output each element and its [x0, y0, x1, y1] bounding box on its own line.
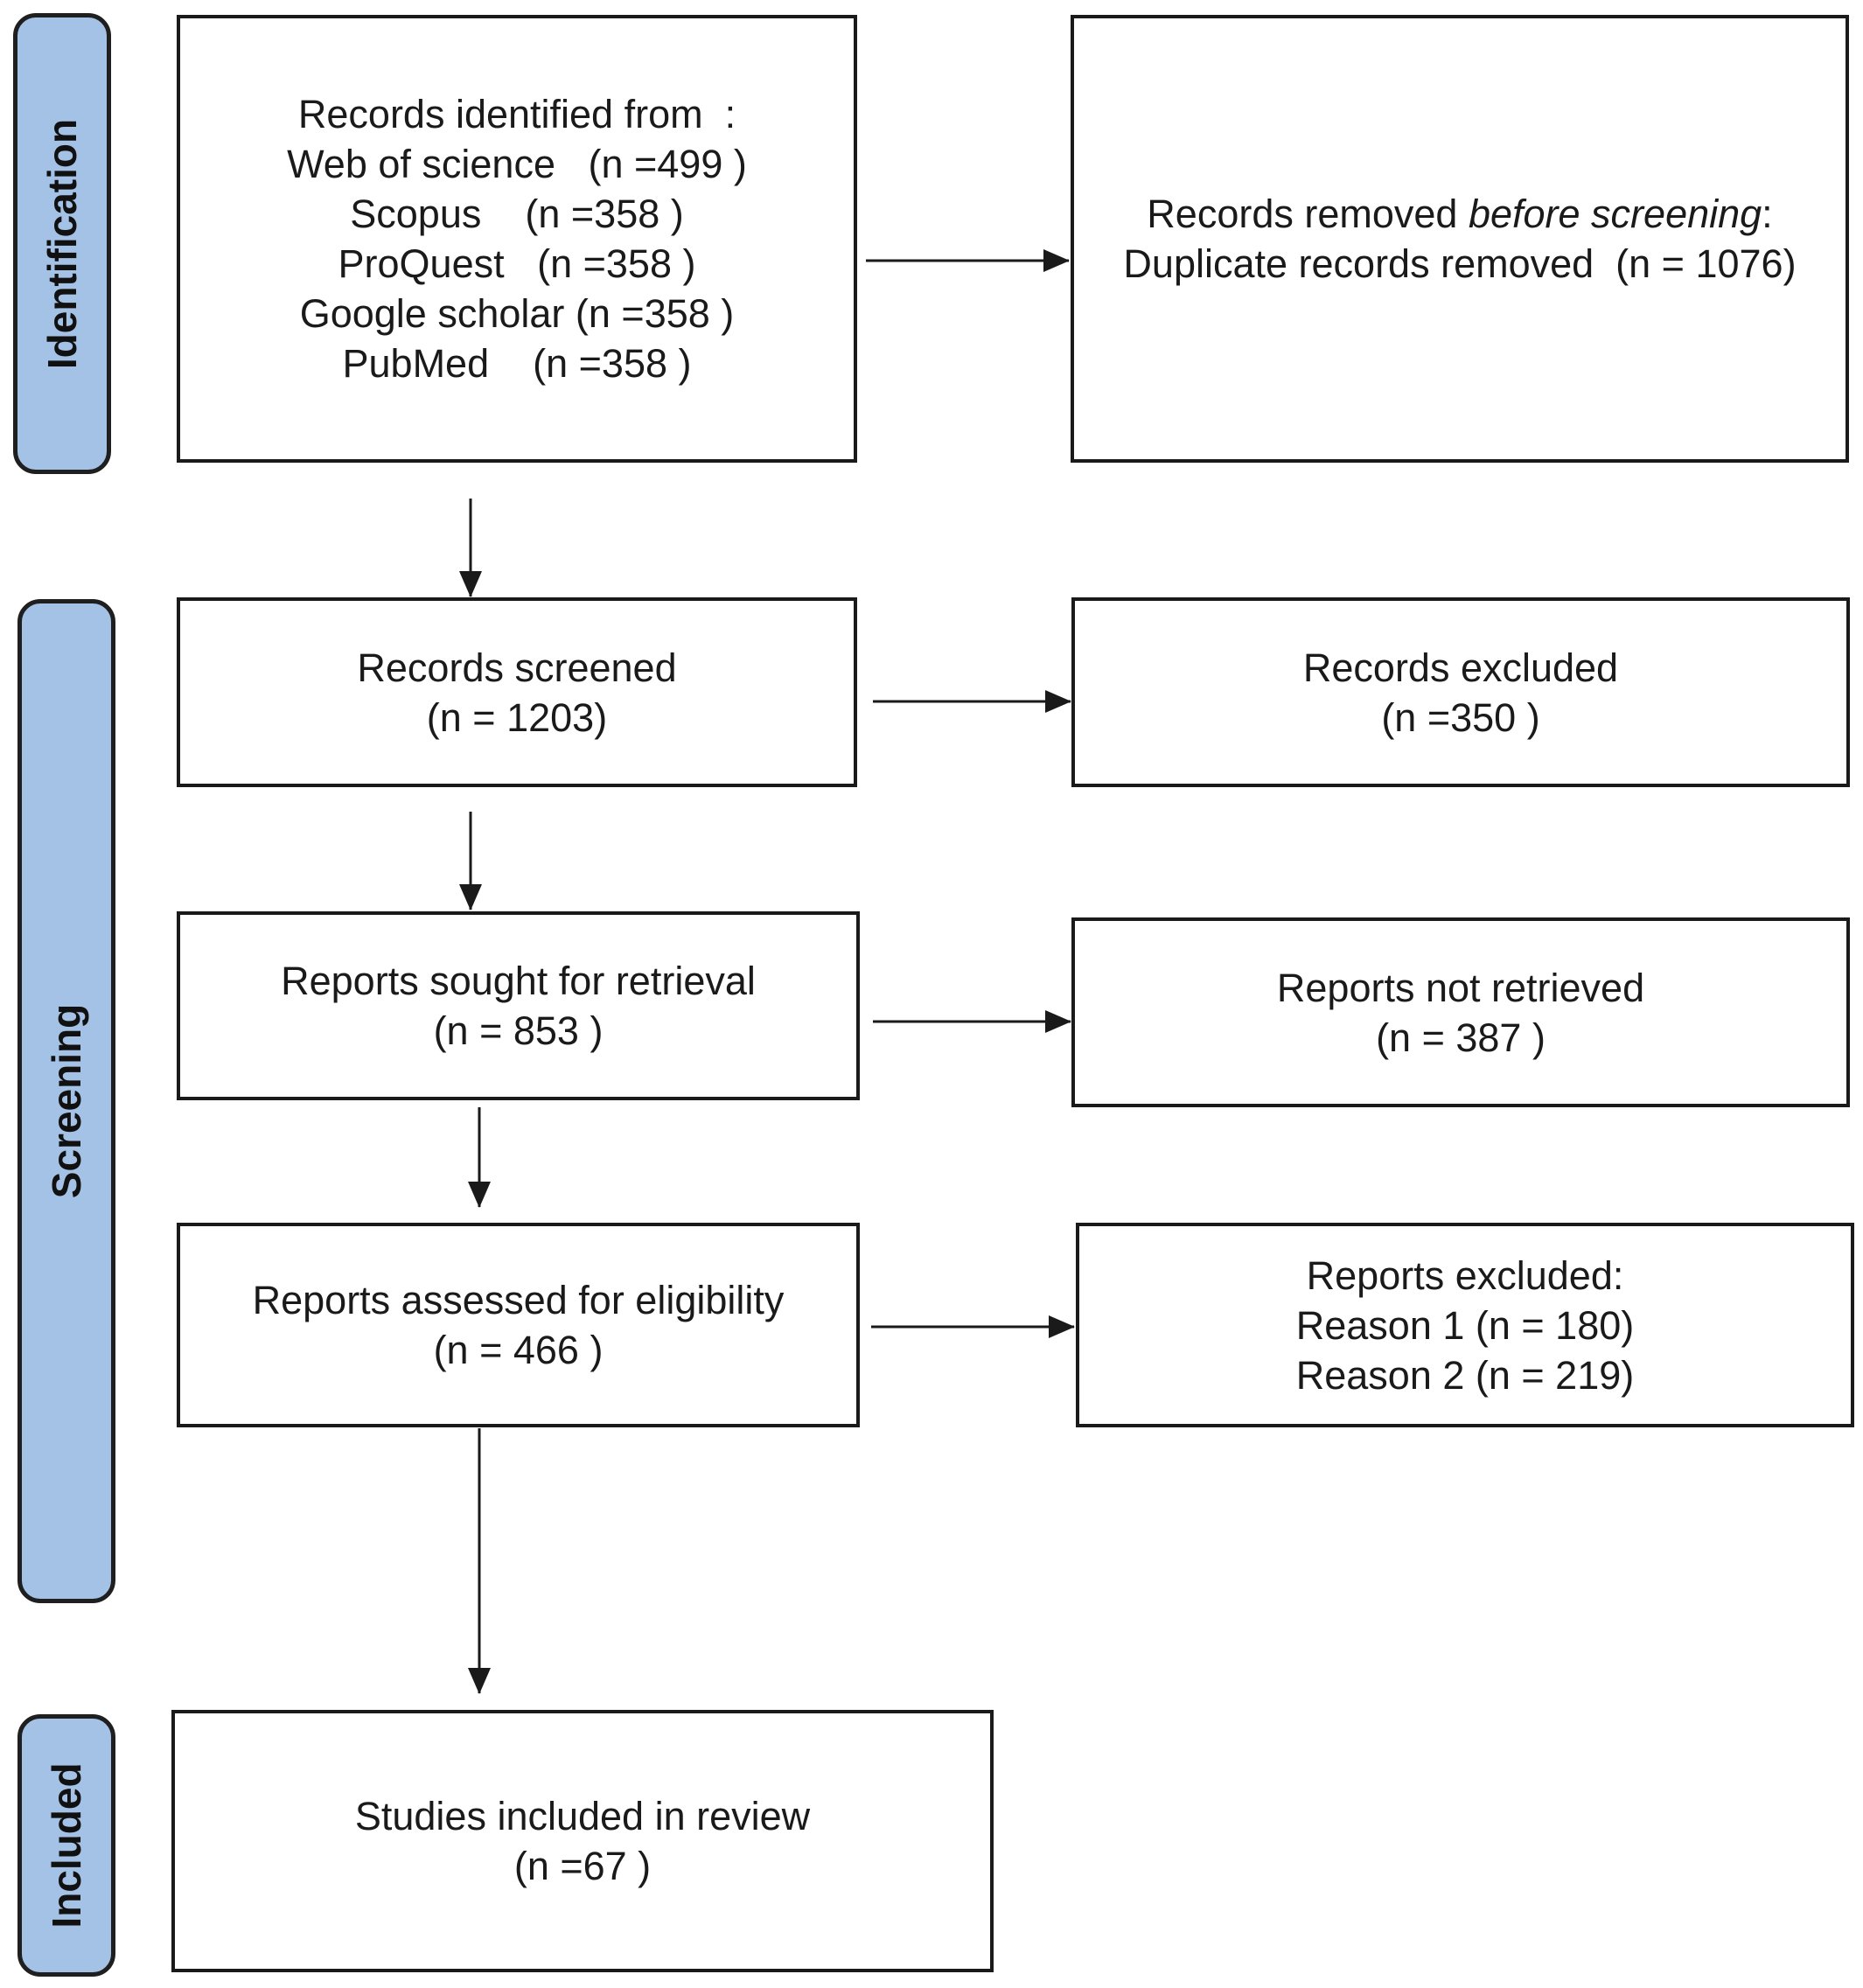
- phase-included: Included: [17, 1714, 115, 1977]
- records-identified-title: Records identified from :: [297, 92, 736, 136]
- studies-included-label: Studies included in review: [354, 1794, 811, 1838]
- reports-not-retrieved-box: Reports not retrieved (n = 387 ): [1071, 917, 1850, 1107]
- records-identified-box: Records identified from : Web of science…: [177, 15, 857, 463]
- reports-assessed-count: (n = 466 ): [433, 1328, 604, 1372]
- records-excluded-count: (n =350 ): [1381, 694, 1540, 740]
- records-removed-prefix: Records removed: [1147, 192, 1469, 236]
- records-excluded-box: Records excluded (n =350 ): [1071, 597, 1850, 787]
- source-scopus: Scopus (n =358 ): [350, 192, 684, 236]
- phase-screening: Screening: [17, 599, 115, 1603]
- reports-excluded-box: Reports excluded: Reason 1 (n = 180) Rea…: [1076, 1223, 1854, 1427]
- records-removed-italic: before screening: [1468, 192, 1762, 236]
- records-screened-count: (n = 1203): [426, 694, 608, 740]
- reports-excluded-reason-1: Reason 1 (n = 180): [1295, 1302, 1635, 1348]
- source-pubmed: PubMed (n =358 ): [342, 341, 692, 386]
- reports-assessed-box: Reports assessed for eligibility (n = 46…: [177, 1223, 860, 1427]
- records-removed-line1: Records removed before screening:: [1147, 189, 1772, 239]
- records-removed-box: Records removed before screening: Duplic…: [1071, 15, 1849, 463]
- records-removed-suffix: :: [1762, 192, 1773, 236]
- source-proquest: ProQuest (n =358 ): [338, 241, 696, 286]
- reports-assessed-label: Reports assessed for eligibility: [252, 1278, 785, 1322]
- studies-included-box: Studies included in review (n =67 ): [171, 1710, 994, 1972]
- source-web-of-science: Web of science (n =499 ): [287, 142, 747, 186]
- reports-sought-count: (n = 853 ): [433, 1008, 604, 1053]
- reports-sought-label: Reports sought for retrieval: [281, 959, 756, 1003]
- records-removed-line2: Duplicate records removed (n = 1076): [1123, 241, 1797, 286]
- reports-excluded-label: Reports excluded:: [1306, 1252, 1624, 1298]
- source-google-scholar: Google scholar (n =358 ): [299, 291, 735, 336]
- studies-included-count: (n =67 ): [513, 1844, 652, 1888]
- records-screened-box: Records screened (n = 1203): [177, 597, 857, 787]
- reports-sought-box: Reports sought for retrieval (n = 853 ): [177, 911, 860, 1100]
- records-excluded-label: Records excluded: [1302, 645, 1619, 690]
- reports-excluded-reason-2: Reason 2 (n = 219): [1295, 1352, 1635, 1398]
- records-screened-label: Records screened: [357, 645, 677, 690]
- reports-not-retrieved-label: Reports not retrieved: [1276, 965, 1645, 1010]
- phase-identification: Identification: [13, 13, 111, 474]
- reports-not-retrieved-count: (n = 387 ): [1376, 1015, 1546, 1060]
